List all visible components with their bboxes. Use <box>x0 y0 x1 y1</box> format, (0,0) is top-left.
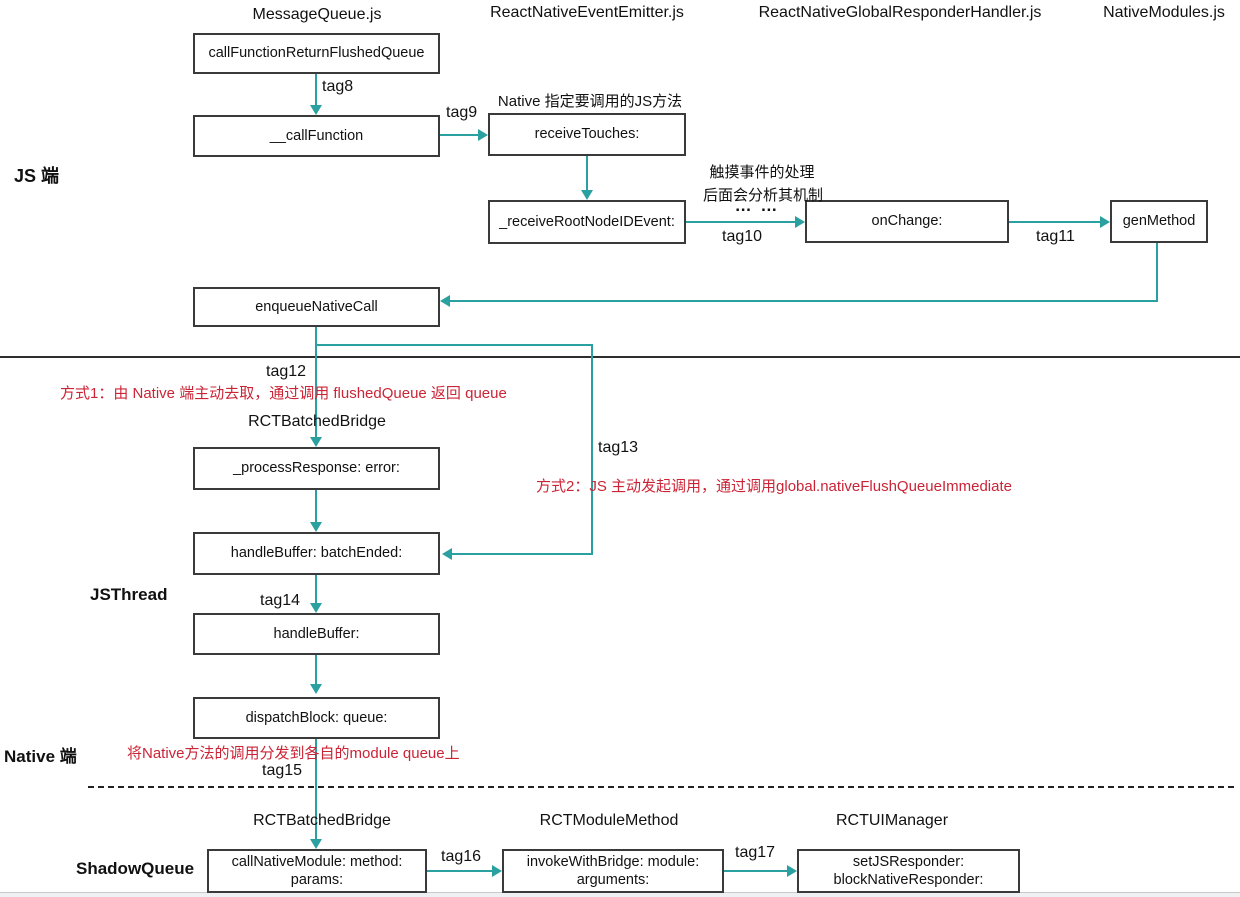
section-label-shadowqueue: ShadowQueue <box>76 859 195 878</box>
arrow-line-genmethod-to-enqueue <box>450 300 1158 302</box>
node-callnativemodule: callNativeModule: method: params: <box>207 849 427 893</box>
tag9-label: tag9 <box>446 104 478 121</box>
node-genmethod: genMethod <box>1110 200 1208 243</box>
node-label: dispatchBlock: queue: <box>245 709 388 726</box>
arrowhead-left-handlebuffer-batchended <box>442 548 452 560</box>
tag12-label: tag12 <box>266 363 307 380</box>
arrow-line-genmethod-down <box>1156 243 1158 302</box>
node-setjsresponder: setJSResponder: blockNativeResponder: <box>797 849 1020 893</box>
node-enqueuenativecall: enqueueNativeCall <box>193 287 440 327</box>
note-way1-native-pull: 方式1：由 Native 端主动去取，通过调用 flushedQueue 返回 … <box>60 385 507 402</box>
node-label: _processResponse: error: <box>233 460 400 477</box>
arrowhead-right-tag17 <box>787 865 797 877</box>
arrowhead-down-tag12 <box>310 437 322 447</box>
class-header-rctbatchedbridge-lower: RCTBatchedBridge <box>253 812 391 829</box>
node-invokewithbridge: invokeWithBridge: module: arguments: <box>502 849 724 893</box>
tag10-label: tag10 <box>722 228 763 245</box>
arrow-line-handlebuffer-down <box>315 655 317 684</box>
arrow-line-tag16 <box>427 870 492 872</box>
node-label-line1: setJSResponder: <box>852 853 965 870</box>
node-label: callFunctionReturnFlushedQueue <box>208 45 425 62</box>
arrowhead-down-tag8 <box>310 105 322 115</box>
arrow-line-processresponse-down <box>315 490 317 522</box>
js-native-separator-line <box>0 356 1240 358</box>
arrow-line-tag15 <box>315 739 317 839</box>
arrowhead-down-dispatchblock <box>310 684 322 694</box>
node-label: onChange: <box>871 213 943 230</box>
arrowhead-right-tag10 <box>795 216 805 228</box>
node-label: receiveTouches: <box>534 126 640 143</box>
node-label: _receiveRootNodeIDEvent: <box>499 213 675 230</box>
tag16-label: tag16 <box>441 848 482 865</box>
section-label-jsthread: JSThread <box>90 585 168 604</box>
tag13-label: tag13 <box>598 439 639 456</box>
arrow-line-tag12 <box>315 327 317 437</box>
arrow-line-receivetouches-down <box>586 156 588 192</box>
tag8-label: tag8 <box>322 78 354 95</box>
node-receiverootnodeidevent: _receiveRootNodeIDEvent: <box>488 200 686 244</box>
arrow-line-tag13-bottom <box>452 553 592 555</box>
file-header-messagequeue: MessageQueue.js <box>252 6 382 23</box>
arrowhead-left-enqueue <box>440 295 450 307</box>
arrow-line-tag9 <box>440 134 482 136</box>
tag15-label: tag15 <box>262 762 303 779</box>
file-header-reactnativeeventemitter: ReactNativeEventEmitter.js <box>490 4 684 21</box>
arrow-line-tag13-top <box>316 344 593 346</box>
node-label: genMethod <box>1122 213 1196 230</box>
thread-dashed-separator-line <box>88 786 1234 788</box>
ellipsis-label: … … <box>734 196 780 215</box>
arrow-line-tag13-vertical <box>591 344 593 555</box>
tag11-label: tag11 <box>1036 228 1075 245</box>
section-label-js: JS 端 <box>14 166 60 186</box>
note-touch-handling-line1: 触摸事件的处理 <box>709 164 815 181</box>
node-label-line1: invokeWithBridge: module: <box>526 853 700 870</box>
arrowhead-right-tag9 <box>478 129 488 141</box>
node-label-line1: callNativeModule: method: <box>231 853 403 870</box>
arrow-line-tag17 <box>724 870 787 872</box>
node-dispatchblock: dispatchBlock: queue: <box>193 697 440 739</box>
node-callfunctionreturnflushedqueue: callFunctionReturnFlushedQueue <box>193 33 440 74</box>
arrowhead-right-tag16 <box>492 865 502 877</box>
class-header-rctbatchedbridge-upper: RCTBatchedBridge <box>248 413 386 430</box>
class-header-rctuimanager: RCTUIManager <box>835 812 949 829</box>
arrow-line-tag8 <box>315 74 317 107</box>
class-header-rctmodulemethod: RCTModuleMethod <box>539 812 679 829</box>
section-label-native: Native 端 <box>4 747 77 766</box>
note-touch-handling-line2: 后面会分析其机制 <box>702 187 824 204</box>
note-way2-js-push: 方式2：JS 主动发起调用，通过调用global.nativeFlushQueu… <box>536 478 1012 495</box>
node-label: handleBuffer: <box>273 625 360 642</box>
arrowhead-down-tag14 <box>310 603 322 613</box>
node-onchange: onChange: <box>805 200 1009 243</box>
node-label-line2: blockNativeResponder: <box>833 872 984 888</box>
node-label: enqueueNativeCall <box>255 298 378 315</box>
node-label-line2: params: <box>290 872 344 888</box>
arrow-line-tag11 <box>1009 221 1102 223</box>
arrow-line-tag14 <box>315 575 317 603</box>
node-handlebuffer-batchended: handleBuffer: batchEnded: <box>193 532 440 575</box>
note-dispatch-to-module-queue: 将Native方法的调用分发到各自的module queue上 <box>127 745 460 762</box>
arrowhead-down-receivetouches <box>581 190 593 200</box>
tag17-label: tag17 <box>735 844 776 861</box>
arrow-line-tag10 <box>686 221 797 223</box>
node-label-line2: arguments: <box>576 872 650 888</box>
note-native-specify-js-method: Native 指定要调用的JS方法 <box>497 93 683 110</box>
file-header-reactnativeglobalresponderhandler: ReactNativeGlobalResponderHandler.js <box>758 4 1042 21</box>
node-processresponse: _processResponse: error: <box>193 447 440 490</box>
file-header-nativemodules: NativeModules.js <box>1103 4 1225 21</box>
arrowhead-right-tag11 <box>1100 216 1110 228</box>
node-handlebuffer: handleBuffer: <box>193 613 440 655</box>
tag14-label: tag14 <box>260 592 301 609</box>
node-callfunction: __callFunction <box>193 115 440 157</box>
node-label: handleBuffer: batchEnded: <box>230 545 403 562</box>
arrowhead-down-handlebuffer-batchended <box>310 522 322 532</box>
node-label: __callFunction <box>269 127 364 144</box>
node-receivetouches: receiveTouches: <box>488 113 686 156</box>
arrowhead-down-tag15 <box>310 839 322 849</box>
